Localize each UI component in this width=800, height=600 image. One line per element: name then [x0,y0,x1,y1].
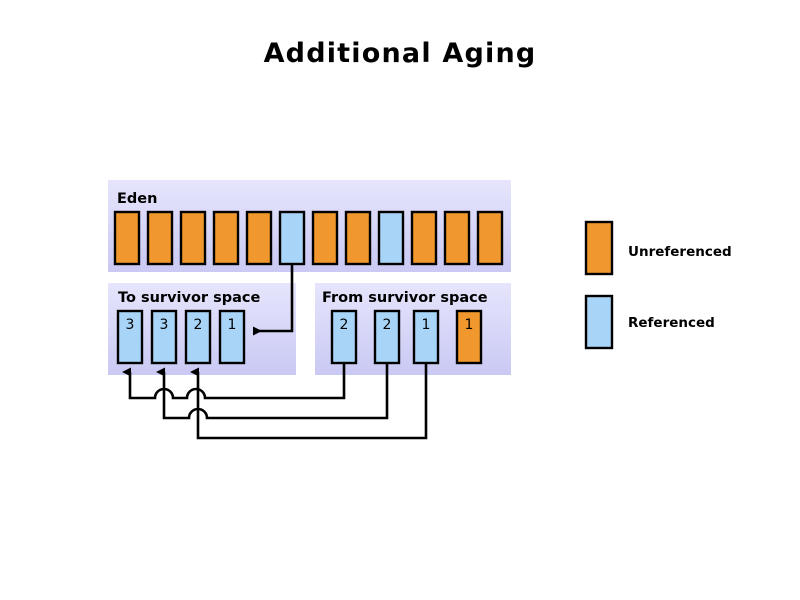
from-survivor-block-label: 1 [422,317,431,333]
eden-block[interactable] [476,210,504,266]
connector-from3-to3 [190,363,428,440]
from-survivor-block-label: 2 [340,317,349,333]
eden-block[interactable] [410,210,438,266]
eden-block[interactable] [212,210,240,266]
eden-block[interactable] [443,210,471,266]
eden-block[interactable] [146,210,174,266]
panel-to-survivor: To survivor space 3 3 2 1 [108,283,296,375]
eden-block[interactable] [344,210,372,266]
panel-from-survivor-label: From survivor space [322,290,488,306]
connector-eden-to-survivor [253,264,294,336]
panel-eden-label: Eden [117,191,157,207]
to-survivor-block-label: 3 [126,317,135,333]
eden-block[interactable] [113,210,141,266]
eden-block[interactable] [245,210,273,266]
eden-block[interactable] [311,210,339,266]
legend-swatch-unreferenced [584,220,614,276]
eden-block[interactable] [377,210,405,266]
from-survivor-block[interactable] [330,309,358,365]
eden-block-row [113,210,504,266]
from-survivor-block-label: 1 [465,317,474,333]
panel-eden: Eden [108,180,511,272]
from-survivor-block-label: 2 [383,317,392,333]
to-survivor-block[interactable] [116,309,144,365]
to-survivor-block-row: 3 3 2 1 [116,309,246,365]
to-survivor-block[interactable] [184,309,212,365]
panel-from-survivor: From survivor space 2 2 1 1 [315,283,511,375]
legend-label-referenced: Referenced [628,315,715,331]
to-survivor-block-label: 1 [228,317,237,333]
legend-label-unreferenced: Unreferenced [628,244,732,260]
legend: Unreferenced Referenced [584,220,732,350]
panel-to-survivor-label: To survivor space [118,290,261,306]
legend-swatch-referenced [584,294,614,350]
connector-from1-to2 [122,363,346,400]
page-title: Additional Aging [263,38,537,69]
from-survivor-block[interactable] [455,309,483,365]
eden-block[interactable] [278,210,306,266]
from-survivor-block[interactable] [373,309,401,365]
from-survivor-block-row: 2 2 1 1 [330,309,483,365]
to-survivor-block-label: 2 [194,317,203,333]
to-survivor-block-label: 3 [160,317,169,333]
to-survivor-block[interactable] [150,309,178,365]
eden-block[interactable] [179,210,207,266]
to-survivor-block[interactable] [218,309,246,365]
